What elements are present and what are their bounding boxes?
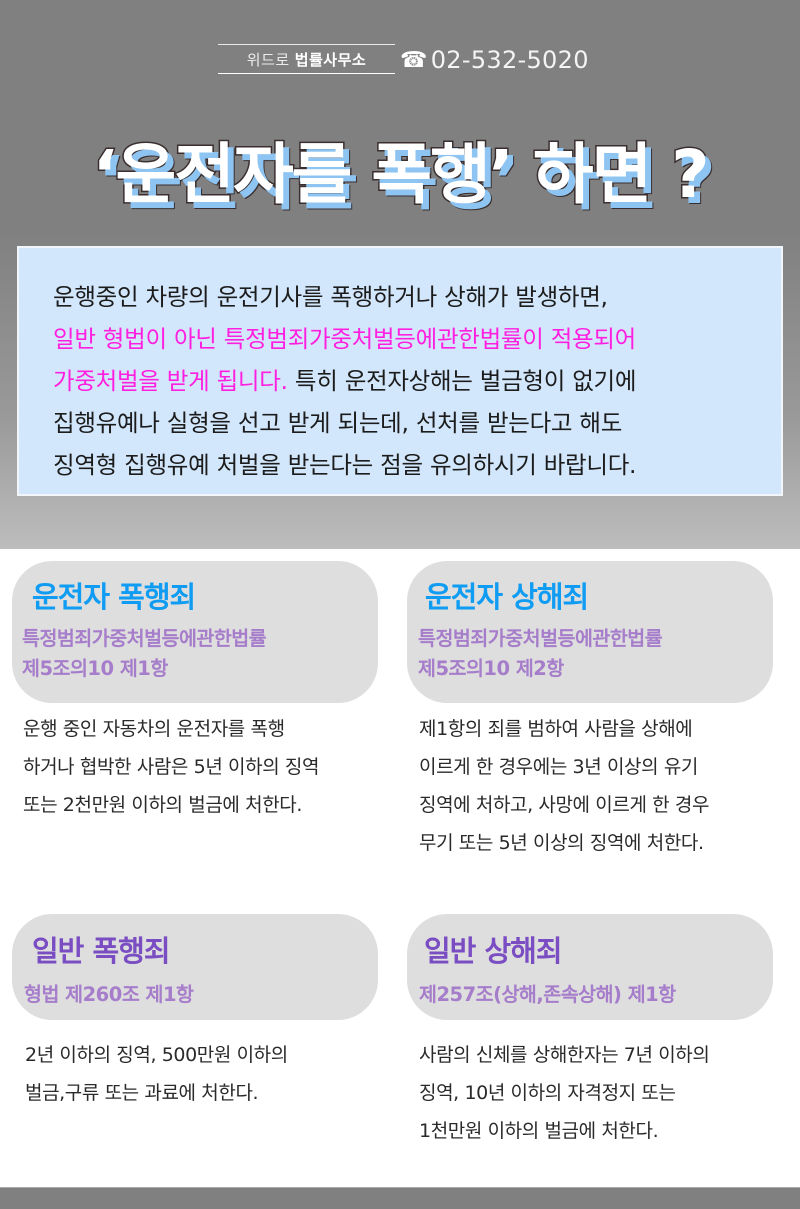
card-law-line: 제5조의10 제1항 [22,657,168,680]
firm-prefix: 위드로 [246,50,290,69]
intro-line: 징역형 집행유예 처벌을 받는다는 점을 유의하시기 바랍니다. [53,451,637,479]
card-body: 2년 이하의 징역, 500만원 이하의 벌금,구류 또는 과료에 처한다. [25,1036,288,1112]
card-body-line: 징역에 처하고, 사망에 이르게 한 경우 [419,794,710,816]
card-law-reference: 특정범죄가중처벌등에관한법률 제5조의10 제1항 [22,624,267,684]
intro-text: 특히 운전자상해는 벌금형이 없기에 [287,367,637,395]
card-title: 일반 폭행죄 [32,934,170,968]
card-body-line: 제1항의 죄를 범하여 사람을 상해에 [419,718,693,740]
card-law-reference: 특정범죄가중처벌등에관한법률 제5조의10 제2항 [418,624,663,684]
card-header-general-injury [407,914,773,1020]
card-body: 운행 중인 자동차의 운전자를 폭행 하거나 협박한 사람은 5년 이하의 징역… [23,710,319,824]
card-law-line: 특정범죄가중처벌등에관한법률 [418,627,663,650]
card-law-line: 특정범죄가중처벌등에관한법률 [22,627,267,650]
card-body: 제1항의 죄를 범하여 사람을 상해에 이르게 한 경우에는 3년 이상의 유기… [419,710,709,862]
card-law-reference: 형법 제260조 제1항 [24,980,194,1010]
card-law-reference: 제257조(상해,존속상해) 제1항 [419,980,676,1010]
intro-line: 가중처벌을 받게 됩니다. 특히 운전자상해는 벌금형이 없기에 [53,360,781,402]
card-law-line: 제5조의10 제2항 [418,657,564,680]
card-header-driver-injury [407,561,773,703]
card-law-line: 형법 제260조 제1항 [24,983,194,1006]
card-body-line: 이르게 한 경우에는 3년 이상의 유기 [419,756,699,778]
card-title: 일반 상해죄 [424,934,562,968]
card-header-general-assault [12,914,378,1020]
card-body-line: 징역, 10년 이하의 자격정지 또는 [419,1082,676,1104]
card-header-driver-assault [12,561,378,703]
intro-box: 운행중인 차량의 운전기사를 폭행하거나 상해가 발생하면, 일반 형법이 아닌… [17,246,783,496]
phone-contact[interactable]: ☎ 02-532-5020 [400,45,589,75]
card-body: 사람의 신체를 상해한자는 7년 이하의 징역, 10년 이하의 자격정지 또는… [419,1036,710,1150]
footer-bar [0,1187,800,1209]
firm-title: 법률사무소 [294,50,367,69]
card-body-line: 하거나 협박한 사람은 5년 이하의 징역 [23,756,320,778]
telephone-icon: ☎ [400,47,428,73]
intro-line: 운행중인 차량의 운전기사를 폭행하거나 상해가 발생하면, [53,283,608,311]
intro-highlight: 일반 형법이 아닌 특정범죄가중처벌등에관한법률이 적용되어 [53,325,636,353]
card-title: 운전자 폭행죄 [32,580,196,614]
card-body-line: 1천만원 이하의 벌금에 처한다. [419,1120,659,1142]
firm-name: 위드로 법률사무소 [218,44,395,74]
intro-line: 집행유예나 실형을 선고 받게 되는데, 선처를 받는다고 해도 [53,409,623,437]
card-body-line: 2년 이하의 징역, 500만원 이하의 [25,1044,288,1066]
card-title: 운전자 상해죄 [425,580,589,614]
intro-highlight: 가중처벌을 받게 됩니다. [53,367,288,395]
card-body-line: 또는 2천만원 이하의 벌금에 처한다. [23,794,303,816]
phone-number: 02-532-5020 [430,46,589,74]
card-body-line: 벌금,구류 또는 과료에 처한다. [25,1082,259,1104]
card-law-line: 제257조(상해,존속상해) 제1항 [419,983,676,1006]
card-body-line: 무기 또는 5년 이상의 징역에 처한다. [419,832,704,854]
page-title: ‘운전자를 폭행’ 하면 ? [91,135,711,215]
card-body-line: 사람의 신체를 상해한자는 7년 이하의 [419,1044,710,1066]
card-body-line: 운행 중인 자동차의 운전자를 폭행 [23,718,285,740]
